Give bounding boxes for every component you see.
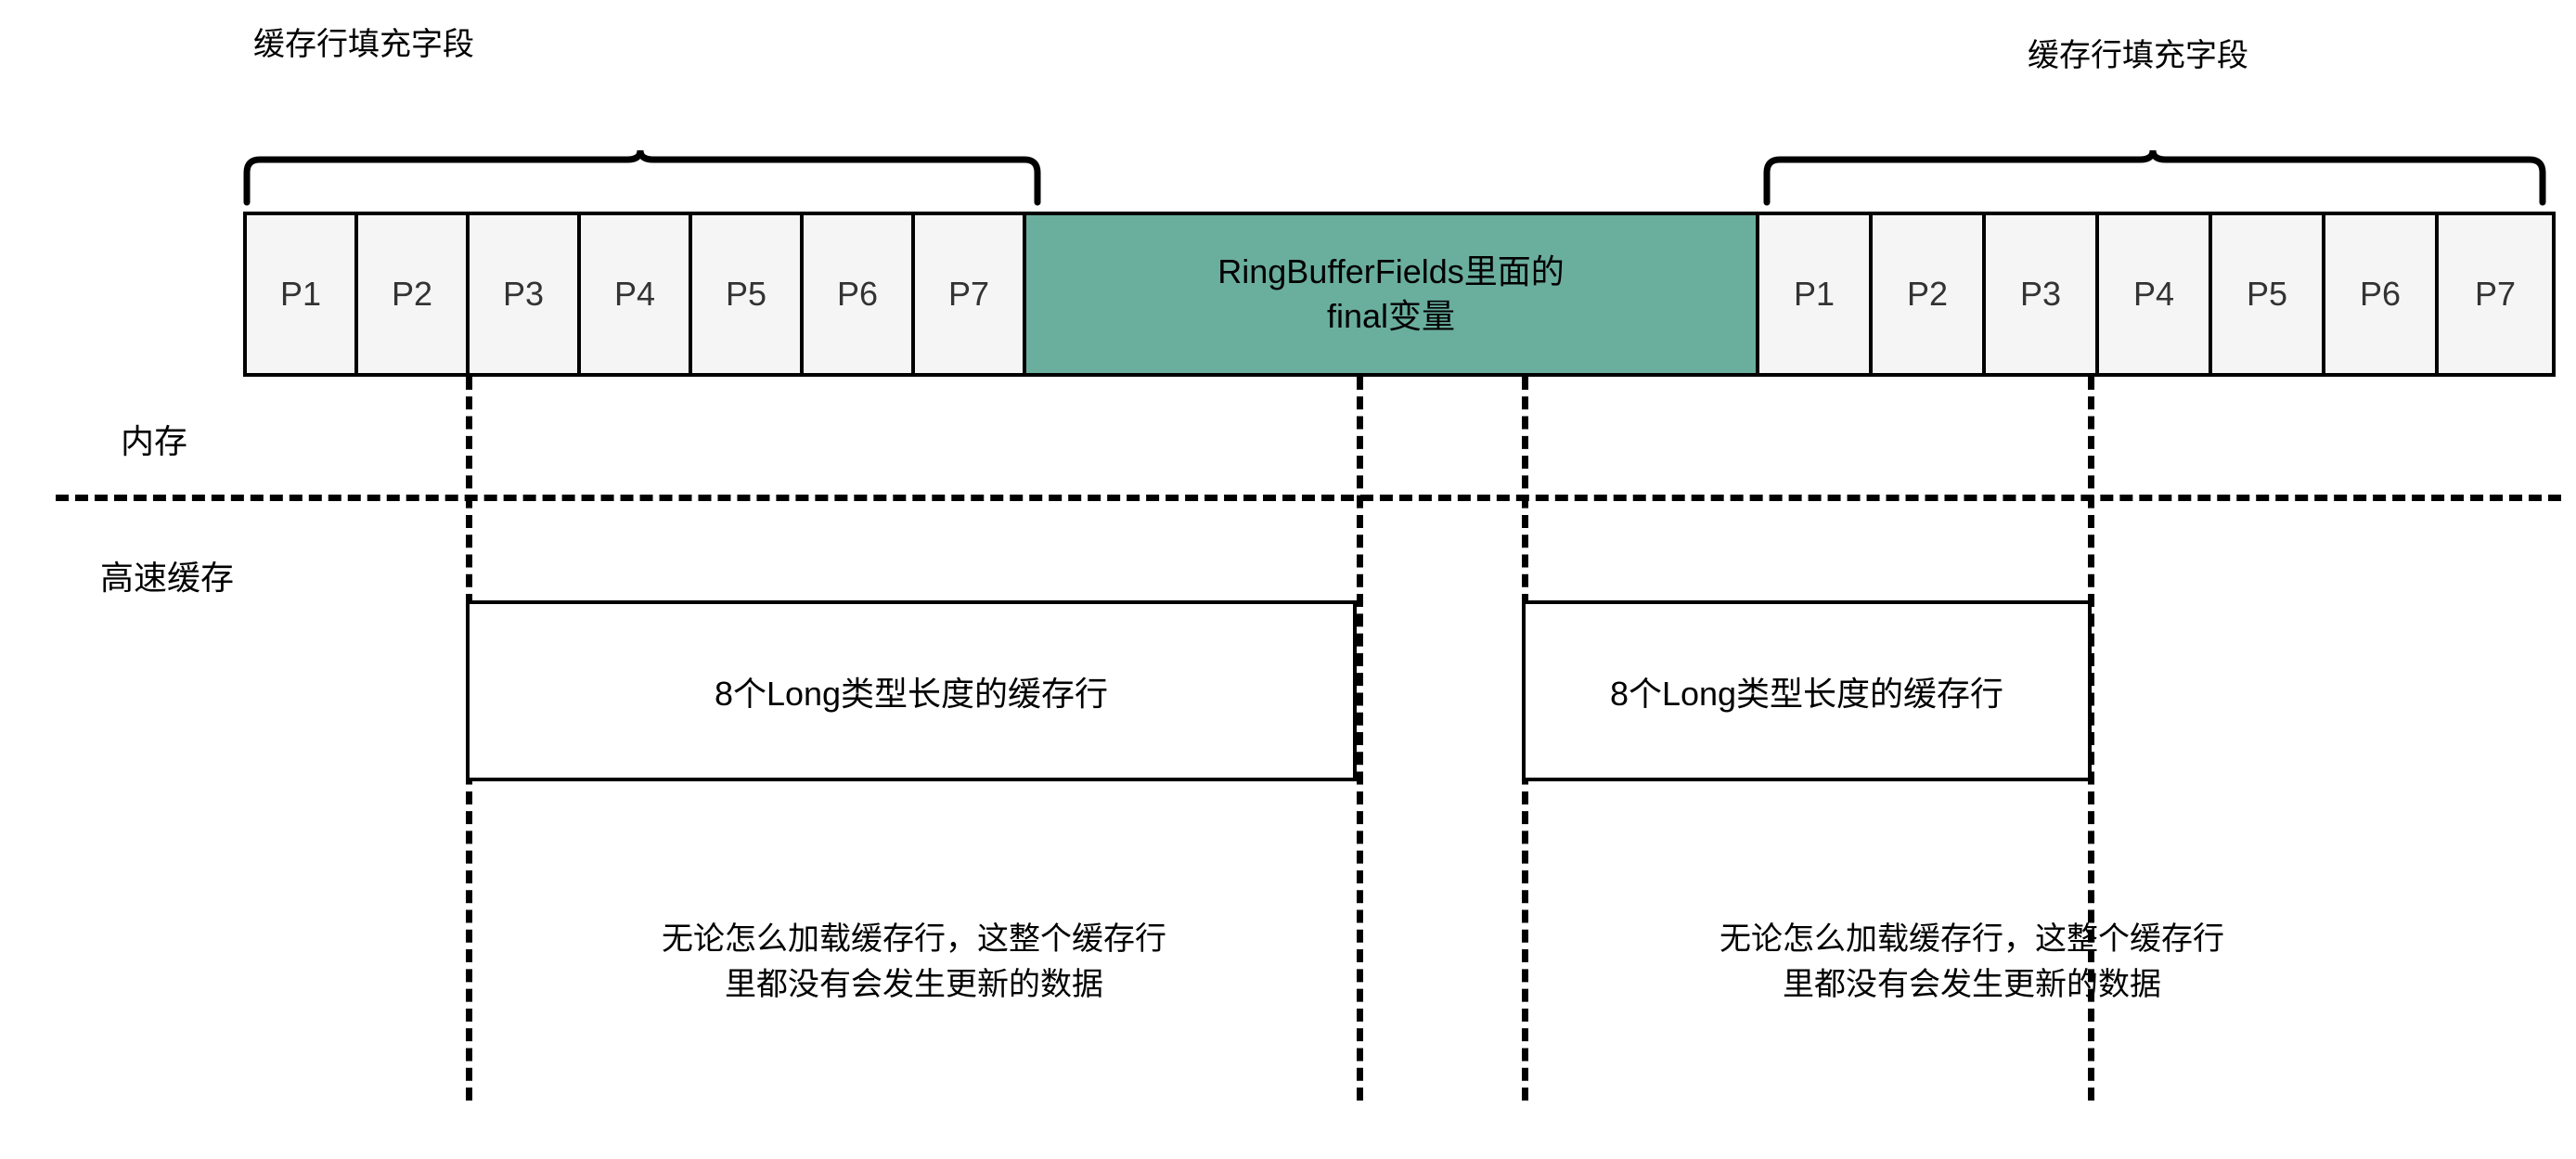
padding-cell-left-p3: P3 — [470, 215, 581, 373]
padding-cell-right-p6: P6 — [2325, 215, 2439, 373]
cache-line-note-left: 无论怎么加载缓存行，这整个缓存行 里都没有会发生更新的数据 — [662, 921, 1166, 1003]
ringbuffer-final-fields-cell: RingBufferFields里面的 final变量 — [1026, 215, 1759, 373]
left-padding-brace — [243, 149, 1041, 206]
padding-cell-right-p7: P7 — [2439, 215, 2552, 373]
right-padding-brace-label: 缓存行填充字段 — [2028, 38, 2248, 73]
padding-cell-right-p2: P2 — [1873, 215, 1986, 373]
cache-line-box-left: 8个Long类型长度的缓存行 — [466, 600, 1357, 781]
memory-cache-divider — [56, 495, 2561, 501]
memory-layout-strip: P1 P2 P3 P4 P5 P6 P7 RingBufferFields里面的… — [243, 212, 2556, 377]
cache-line-note-right: 无论怎么加载缓存行，这整个缓存行 里都没有会发生更新的数据 — [1719, 921, 2224, 1003]
right-padding-brace — [1763, 149, 2546, 206]
padding-cell-left-p5: P5 — [692, 215, 804, 373]
padding-cell-left-p2: P2 — [358, 215, 470, 373]
memory-region-label: 内存 — [121, 422, 188, 460]
cache-region-label: 高速缓存 — [100, 559, 235, 597]
left-padding-brace-label: 缓存行填充字段 — [253, 27, 474, 62]
ringbuffer-final-fields-line2: final变量 — [1326, 297, 1456, 335]
padding-cell-right-p1: P1 — [1759, 215, 1873, 373]
padding-cell-right-p3: P3 — [1986, 215, 2099, 373]
padding-cell-left-p4: P4 — [581, 215, 692, 373]
guide-line-left-end — [1357, 377, 1363, 1101]
padding-cell-left-p1: P1 — [247, 215, 358, 373]
cache-line-box-right: 8个Long类型长度的缓存行 — [1522, 600, 2092, 781]
ringbuffer-final-fields-line1: RingBufferFields里面的 — [1217, 252, 1565, 291]
padding-cell-left-p7: P7 — [915, 215, 1026, 373]
padding-cell-right-p4: P4 — [2099, 215, 2212, 373]
padding-cell-right-p5: P5 — [2212, 215, 2325, 373]
padding-cell-left-p6: P6 — [804, 215, 915, 373]
